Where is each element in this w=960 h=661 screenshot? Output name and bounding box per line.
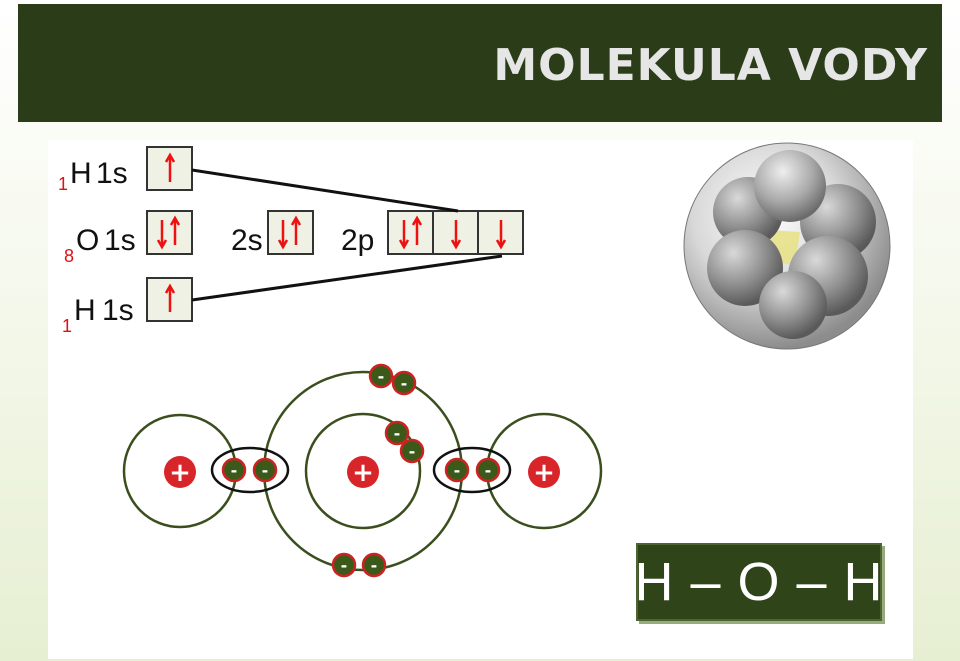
o-symbol: O [76, 224, 99, 257]
electron-sign: - [231, 461, 238, 480]
down-arrow-icon [156, 220, 168, 250]
page-title: MOLEKULA VODY [493, 40, 928, 91]
down-arrow-icon [495, 220, 507, 250]
up-arrow-icon [290, 215, 302, 245]
nucleus-oxygen: + [347, 456, 379, 488]
structural-formula: H – O – H [634, 552, 884, 612]
h-top-symbol: H [70, 157, 92, 190]
o-2s-label: 2s [231, 224, 263, 257]
electron: - [331, 552, 357, 578]
electron-sign: - [341, 556, 348, 575]
o-2p-label: 2p [341, 224, 374, 257]
electron-sign: - [262, 461, 269, 480]
h-top-subscript: 1 [58, 174, 68, 194]
o-2p-box-1 [387, 210, 434, 255]
water-space-filling-model-illustration [683, 142, 891, 350]
down-arrow-icon [277, 220, 289, 250]
bond-pair-right-ellipse [432, 446, 512, 494]
nucleus-hydrogen-right: + [528, 456, 560, 488]
bond-line-bottom [191, 254, 503, 302]
nucleus-sign: + [169, 458, 191, 488]
electron-sign: - [401, 374, 408, 393]
bond-line-top [191, 168, 459, 213]
orbital-row-h-bottom: 1 H 1s [62, 277, 193, 336]
bond-pair-left-ellipse [210, 446, 290, 494]
electron: - [391, 370, 417, 396]
orbital-row-oxygen: 8 O 1s 2s 2p [64, 210, 524, 266]
electron-sign: - [378, 367, 385, 386]
electron: - [399, 438, 425, 464]
down-arrow-icon [398, 220, 410, 250]
o-1s-label: 1s [104, 224, 136, 257]
electron-sign: - [371, 556, 378, 575]
electron: - [221, 457, 247, 483]
electron: - [444, 457, 470, 483]
nucleus-sign: + [352, 458, 374, 488]
down-arrow-icon [450, 220, 462, 250]
electron-sign: - [454, 461, 461, 480]
o-1s-box [146, 210, 193, 255]
nucleus-sign: + [533, 458, 555, 488]
up-arrow-icon [169, 215, 181, 245]
structural-formula-box: H – O – H [634, 543, 884, 621]
up-arrow-icon [164, 283, 176, 312]
o-subscript: 8 [64, 246, 74, 266]
h-bottom-orbital-label: 1s [102, 294, 134, 327]
h-bottom-symbol: H [74, 294, 96, 327]
electron: - [252, 457, 278, 483]
up-arrow-icon [164, 152, 176, 182]
title-bar: MOLEKULA VODY [18, 4, 942, 122]
orbital-row-h-top: 1 H 1s [58, 146, 193, 194]
bohr-model: + + + - - - - - - - - - - [122, 363, 603, 578]
electron: - [361, 552, 387, 578]
nucleus-hydrogen-left: + [164, 456, 196, 488]
electron-sign: - [394, 424, 401, 443]
o-2s-box [267, 210, 314, 255]
h-bottom-subscript: 1 [62, 316, 72, 336]
electron: - [475, 457, 501, 483]
electron-sign: - [409, 442, 416, 461]
electron-sign: - [485, 461, 492, 480]
up-arrow-icon [411, 215, 423, 245]
electron: - [368, 363, 394, 389]
electron: - [384, 420, 410, 446]
oxygen-inner-shell [304, 412, 422, 530]
h-top-orbital-label: 1s [96, 157, 128, 190]
